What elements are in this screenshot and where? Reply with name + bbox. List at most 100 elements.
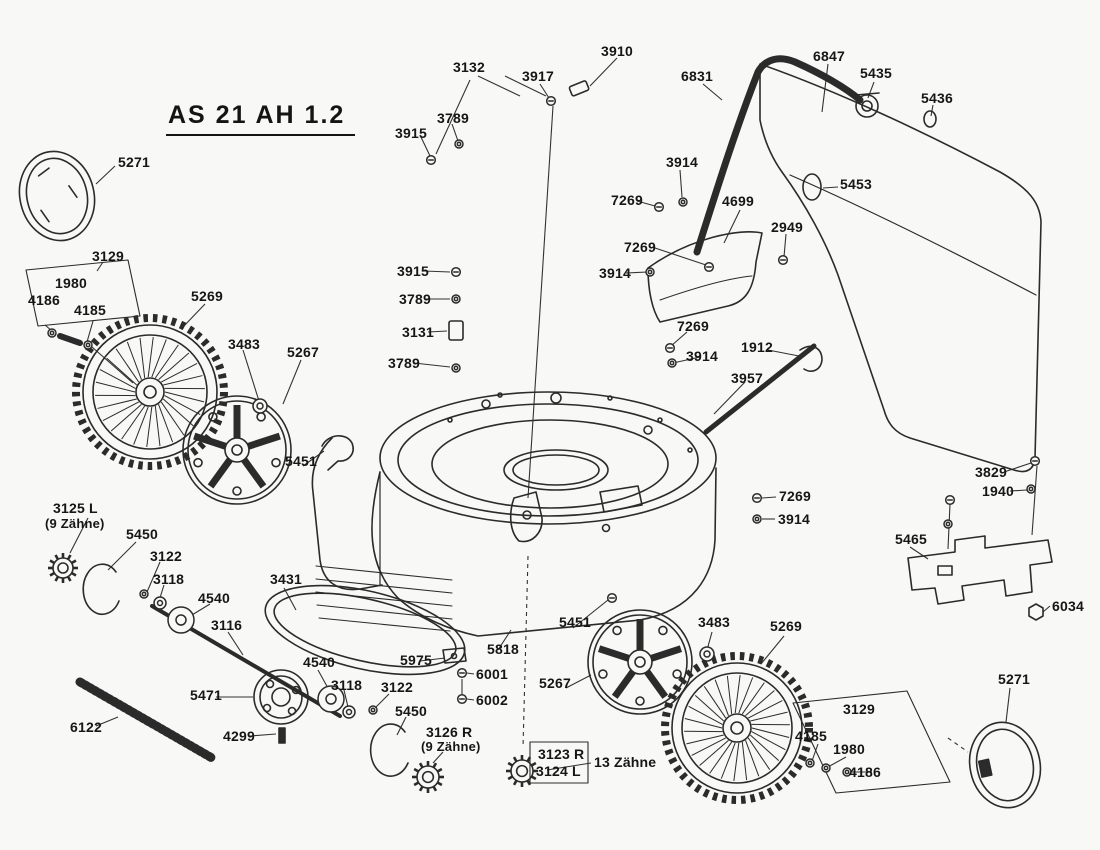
part-label-6847: 6847 (813, 48, 845, 64)
rear-cover-panel (759, 63, 1042, 473)
part-label-3789: 3789 (399, 291, 431, 307)
part-label-4540: 4540 (198, 590, 230, 606)
diagram-title: AS 21 AH 1.2 (166, 101, 356, 136)
part-label-6034: 6034 (1052, 598, 1084, 614)
part-label-3914: 3914 (666, 154, 698, 170)
hook-1912 (799, 345, 823, 372)
gear (506, 755, 538, 787)
part-label-5975: 5975 (400, 652, 432, 668)
part-label-7269: 7269 (624, 239, 656, 255)
bearing (153, 596, 167, 610)
leader-lines (44, 57, 1051, 773)
part-label-5436: 5436 (921, 90, 953, 106)
rod-3957 (703, 343, 817, 435)
bracket-5465 (907, 535, 1053, 605)
washer (47, 328, 57, 338)
pin-4299 (278, 727, 286, 744)
part-label-5453: 5453 (840, 176, 872, 192)
gear (48, 553, 78, 583)
washer (805, 758, 815, 768)
washer (667, 358, 677, 368)
part-label-3122: 3122 (381, 679, 413, 695)
part-label-4186: 4186 (849, 764, 881, 780)
hardware (47, 95, 1041, 777)
part-label-4299: 4299 (223, 728, 255, 744)
screw (456, 667, 468, 679)
washer (454, 139, 464, 149)
tire-wheel (661, 652, 813, 804)
bushing (252, 398, 268, 414)
part-label-3131: 3131 (402, 324, 434, 340)
washer (451, 363, 461, 373)
part-label-3118: 3118 (331, 677, 363, 693)
part-label-3914: 3914 (599, 265, 631, 281)
hook-5451 (321, 435, 354, 471)
washer (943, 519, 953, 529)
part-label-9-z-hne: (9 Zähne) (45, 516, 105, 531)
screw (751, 492, 763, 504)
screw (425, 154, 437, 166)
part-label-5271: 5271 (998, 671, 1030, 687)
screw (664, 342, 676, 354)
part-label-5267: 5267 (287, 344, 319, 360)
group-box-right (792, 690, 951, 794)
washer (821, 763, 831, 773)
part-label-3914: 3914 (778, 511, 810, 527)
part-label-1980: 1980 (833, 741, 865, 757)
part-label-3914: 3914 (686, 348, 718, 364)
part-label-7269: 7269 (611, 192, 643, 208)
hubcap-top-left (18, 150, 96, 242)
screw (944, 494, 956, 506)
part-label-4186: 4186 (28, 292, 60, 308)
part-label-3483: 3483 (698, 614, 730, 630)
pulley-5471 (253, 669, 309, 725)
part-label-3431: 3431 (270, 571, 302, 587)
part-label-3483: 3483 (228, 336, 260, 352)
part-label-3789: 3789 (437, 110, 469, 126)
screw (456, 693, 468, 705)
washer (752, 514, 762, 524)
part-label-5818: 5818 (487, 641, 519, 657)
cap-5436 (923, 110, 937, 128)
wheels (72, 314, 813, 804)
part-label-1912: 1912 (741, 339, 773, 355)
washer (1026, 484, 1036, 494)
hubcap-bottom-right (968, 721, 1042, 809)
pulley (317, 685, 345, 713)
screw (606, 592, 618, 604)
nut-6034 (1028, 603, 1044, 621)
washer (83, 340, 93, 350)
bushing (699, 646, 715, 662)
part-label-3915: 3915 (395, 125, 427, 141)
rim-wheel (182, 395, 292, 505)
part-label-2949: 2949 (771, 219, 803, 235)
part-label-3789: 3789 (388, 355, 420, 371)
part-label-5451: 5451 (285, 453, 317, 469)
part-label-4699: 4699 (722, 193, 754, 209)
part-label-6831: 6831 (681, 68, 713, 84)
part-label-3917: 3917 (522, 68, 554, 84)
ring-5453 (802, 173, 822, 201)
part-label-5435: 5435 (860, 65, 892, 81)
part-3910 (568, 80, 590, 97)
part-label-4185: 4185 (795, 728, 827, 744)
part-3131 (448, 320, 464, 341)
part-label-5450: 5450 (126, 526, 158, 542)
part-label-7269: 7269 (677, 318, 709, 334)
screw (450, 266, 462, 278)
washer (842, 767, 852, 777)
part-label-5269: 5269 (770, 618, 802, 634)
part-label-3122: 3122 (150, 548, 182, 564)
part-label-3129: 3129 (843, 701, 875, 717)
screw (703, 261, 715, 273)
screw (777, 254, 789, 266)
washer (678, 197, 688, 207)
part-label-6122: 6122 (70, 719, 102, 735)
part-label-1940: 1940 (982, 483, 1014, 499)
bracket-5975 (442, 647, 467, 664)
part-label-5450: 5450 (395, 703, 427, 719)
part-label-5269: 5269 (191, 288, 223, 304)
part-label-3125-l: 3125 L (53, 500, 98, 516)
